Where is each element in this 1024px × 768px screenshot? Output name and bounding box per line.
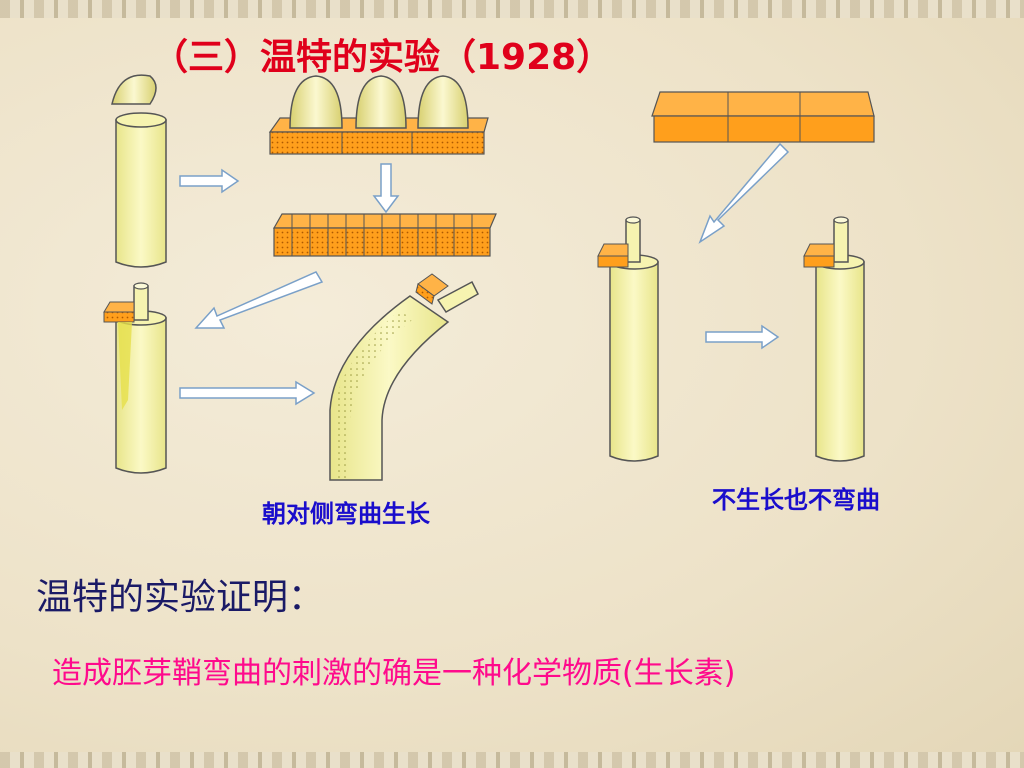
coleoptile-agar-one-side	[103, 282, 167, 474]
arrow-right-3	[705, 324, 780, 350]
decorative-border-bottom	[0, 752, 1024, 768]
arrow-right-1	[179, 168, 240, 194]
agar-block-plain	[651, 91, 875, 143]
caption-no-growth: 不生长也不弯曲	[712, 486, 880, 514]
arrow-right-2	[179, 380, 316, 406]
conclusion-text: 造成胚芽鞘弯曲的刺激的确是一种化学物质(生长素)	[52, 656, 736, 691]
arrow-down-left-2	[698, 142, 790, 244]
coleoptile-bent	[329, 273, 479, 481]
coleoptile-tip-removal	[111, 74, 167, 268]
coleoptile-control-1	[597, 216, 659, 462]
slide-title: （三）温特的实验（1928）	[152, 37, 613, 78]
coleoptile-control-2	[803, 216, 865, 462]
conclusion-heading: 温特的实验证明：	[36, 577, 325, 618]
arrow-down	[372, 163, 400, 214]
arrow-down-left-1	[194, 271, 324, 329]
decorative-border-top	[0, 0, 1024, 18]
agar-block-with-tips	[268, 75, 489, 155]
caption-bend-opposite: 朝对侧弯曲生长	[262, 500, 430, 528]
agar-block-cut	[272, 213, 497, 257]
